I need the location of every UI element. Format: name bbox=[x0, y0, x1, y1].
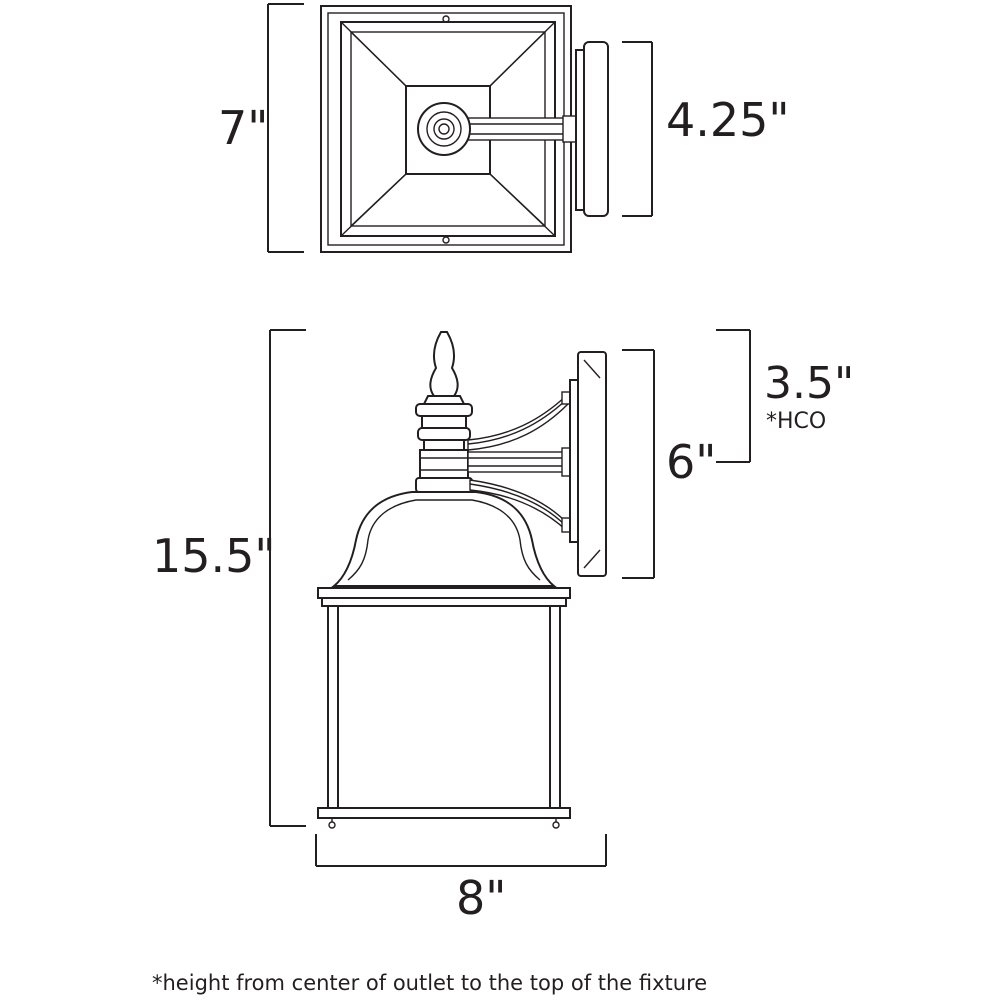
top-depth-bracket bbox=[267, 3, 304, 253]
backplate-height-label: 6" bbox=[666, 435, 716, 489]
overall-height-bracket bbox=[269, 329, 306, 827]
top-depth-label: 7" bbox=[218, 101, 268, 155]
overall-height-label: 15.5" bbox=[152, 529, 276, 583]
hco-note-label: *HCO bbox=[766, 409, 826, 434]
width-bracket bbox=[315, 834, 607, 867]
hco-value-label: 3.5" bbox=[764, 358, 854, 409]
backplate-width-label: 4.25" bbox=[666, 93, 790, 147]
footnote: *height from center of outlet to the top… bbox=[152, 971, 707, 995]
backplate-width-bracket bbox=[622, 41, 653, 217]
finial bbox=[415, 331, 473, 493]
bell-shade bbox=[331, 491, 557, 587]
lantern-body bbox=[317, 587, 571, 829]
top-arm bbox=[417, 102, 578, 156]
hco-bracket bbox=[716, 329, 751, 463]
top-backplate bbox=[575, 41, 609, 217]
side-view: 15.5" bbox=[152, 329, 854, 925]
backplate-height-bracket bbox=[622, 349, 655, 579]
side-backplate bbox=[569, 351, 607, 577]
width-label: 8" bbox=[456, 871, 506, 925]
top-view: 7" bbox=[218, 3, 790, 253]
